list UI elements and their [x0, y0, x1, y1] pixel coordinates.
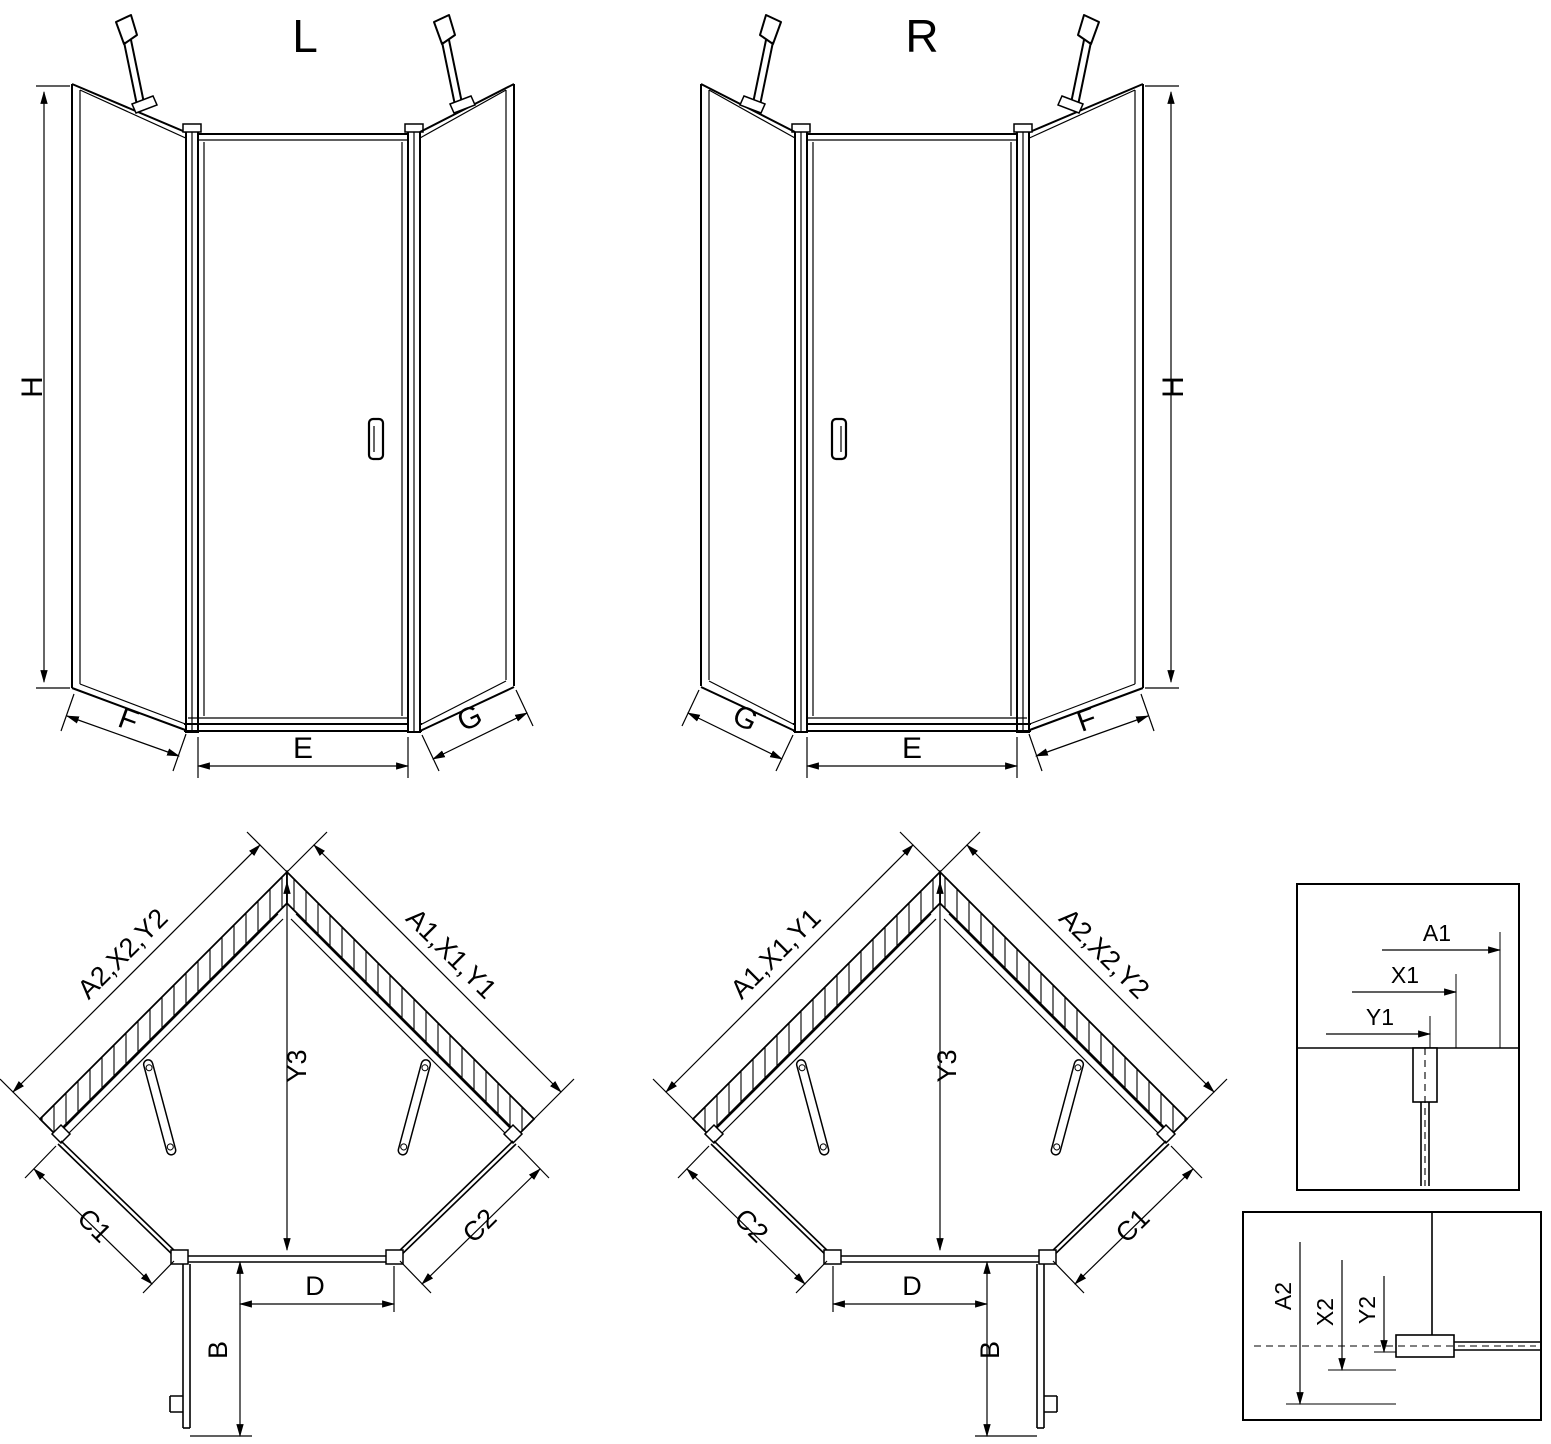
dim-label-a1: A1: [1423, 920, 1451, 946]
dim-label-a2: A2: [1270, 1282, 1296, 1310]
dim-label-depth: Y3: [282, 1049, 312, 1082]
plan-view-left: A2,X2,Y2 A1,X1,Y1 Y3 C1 C2 D B: [0, 832, 574, 1436]
front-view-left: L H F E G: [16, 10, 533, 778]
variant-label-right: R: [905, 10, 938, 62]
dim-label-y1: Y1: [1366, 1004, 1394, 1030]
dim-label-door-width: E: [902, 732, 922, 765]
dim-label-x1: X1: [1391, 962, 1419, 988]
detail-view-top: A1 X1 Y1: [1296, 883, 1520, 1191]
dim-label-side-right: G: [452, 699, 487, 739]
dim-label-x2: X2: [1312, 1298, 1338, 1326]
reference-ticks: [1286, 1351, 1396, 1405]
glass-section: [1454, 1341, 1540, 1351]
front-view-right: R H G E F: [682, 10, 1190, 778]
dim-label-door-swing: B: [203, 1341, 233, 1359]
dim-label-wall-right: A1,X1,Y1: [400, 903, 502, 1005]
dim-label-glass-right: C1: [1110, 1203, 1156, 1249]
dim-label-glass-left: C2: [729, 1203, 775, 1249]
dim-label-side-right: F: [1072, 701, 1101, 738]
detail-frame: [1296, 883, 1520, 1191]
dim-label-glass-left: C1: [72, 1203, 118, 1249]
dim-label-height: H: [1157, 376, 1190, 398]
detail-view-bottom: A2 X2 Y2: [1242, 1211, 1542, 1421]
dim-label-side-left: F: [114, 701, 143, 738]
variant-label-left: L: [292, 10, 318, 62]
glass-section: [1420, 1102, 1430, 1186]
detail-frame: [1242, 1211, 1542, 1421]
dim-label-front: D: [902, 1271, 922, 1301]
dim-label-y2: Y2: [1354, 1296, 1380, 1324]
dim-label-side-left: G: [727, 699, 762, 739]
dim-label-glass-right: C2: [457, 1203, 503, 1249]
dim-label-height: H: [16, 376, 49, 398]
dim-label-door-width: E: [293, 732, 313, 765]
plan-view-right: A1,X1,Y1 A2,X2,Y2 Y3 C2 C1 D B: [653, 832, 1227, 1436]
dim-label-door-swing: B: [975, 1341, 1005, 1359]
dim-label-depth: Y3: [932, 1049, 962, 1082]
dim-label-front: D: [305, 1271, 325, 1301]
dim-label-wall-right: A2,X2,Y2: [1053, 903, 1155, 1005]
dim-label-wall-left: A1,X1,Y1: [725, 903, 827, 1005]
dim-label-wall-left: A2,X2,Y2: [72, 903, 174, 1005]
